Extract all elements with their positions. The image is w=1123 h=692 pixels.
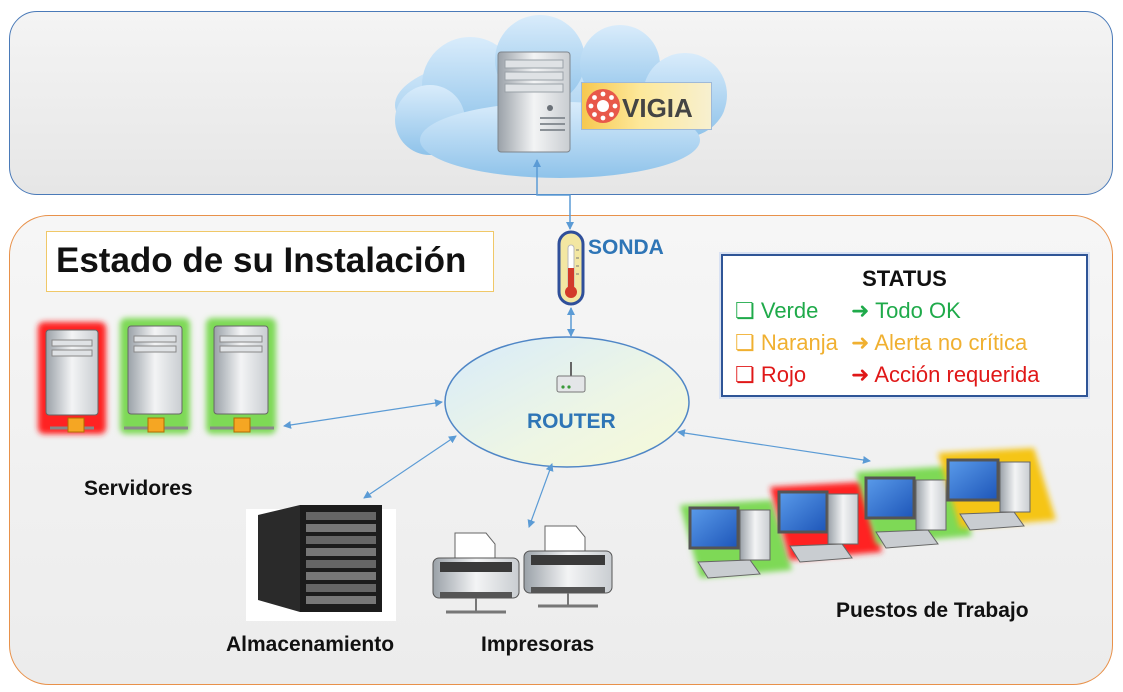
checkbox-icon: ❏ bbox=[735, 330, 755, 355]
workstations-label: Puestos de Trabajo bbox=[836, 599, 1029, 622]
status-meaning-orange: ➜ Alerta no crítica bbox=[851, 330, 1027, 356]
storage-icon bbox=[246, 505, 396, 621]
status-meaning-red: ➜ Acción requerida bbox=[851, 362, 1039, 388]
arrow-right-icon: ➜ bbox=[851, 362, 870, 387]
status-meaning-green: ➜ Todo OK bbox=[851, 298, 961, 324]
status-color-name: Naranja bbox=[760, 330, 838, 355]
vigia-label: VIGIA bbox=[622, 93, 693, 123]
router-node bbox=[444, 336, 690, 468]
status-legend: STATUS ❏ Verde ➜ Todo OK ❏ Naranja ➜ Ale… bbox=[721, 254, 1088, 397]
status-meaning: Alerta no crítica bbox=[874, 330, 1028, 355]
workstation-green-icon bbox=[856, 466, 972, 549]
server-green-icon bbox=[206, 318, 276, 434]
page-title: Estado de su Instalación bbox=[56, 241, 467, 280]
probe-label: SONDA bbox=[588, 236, 664, 259]
vigia-mark-icon bbox=[586, 89, 620, 123]
status-row-red: ❏ Rojo bbox=[735, 362, 806, 388]
server-red-icon bbox=[38, 322, 106, 434]
router-label: ROUTER bbox=[527, 410, 616, 433]
workstation-red-icon bbox=[770, 482, 882, 563]
servers-label: Servidores bbox=[84, 477, 193, 500]
workstation-orange-icon bbox=[938, 448, 1056, 531]
thermometer-icon bbox=[557, 230, 585, 306]
status-color-name: Rojo bbox=[760, 362, 807, 387]
status-heading: STATUS bbox=[862, 266, 947, 291]
cloud-server-icon bbox=[497, 51, 571, 153]
router-icon bbox=[556, 362, 586, 393]
checkbox-icon: ❏ bbox=[735, 298, 755, 323]
printers-label: Impresoras bbox=[481, 633, 595, 656]
workstation-green-icon bbox=[680, 500, 792, 579]
checkbox-icon: ❏ bbox=[735, 362, 755, 387]
printer-icon bbox=[432, 532, 520, 614]
status-meaning: Acción requerida bbox=[874, 362, 1040, 387]
status-meaning: Todo OK bbox=[875, 298, 961, 323]
printer-icon bbox=[523, 525, 613, 608]
title-box bbox=[46, 231, 494, 292]
arrow-right-icon: ➜ bbox=[851, 298, 870, 323]
status-row-green: ❏ Verde bbox=[735, 298, 818, 324]
arrow-right-icon: ➜ bbox=[851, 330, 870, 355]
status-row-orange: ❏ Naranja bbox=[735, 330, 838, 356]
status-color-name: Verde bbox=[760, 298, 819, 323]
storage-label: Almacenamiento bbox=[226, 633, 395, 656]
server-green-icon bbox=[120, 318, 190, 434]
